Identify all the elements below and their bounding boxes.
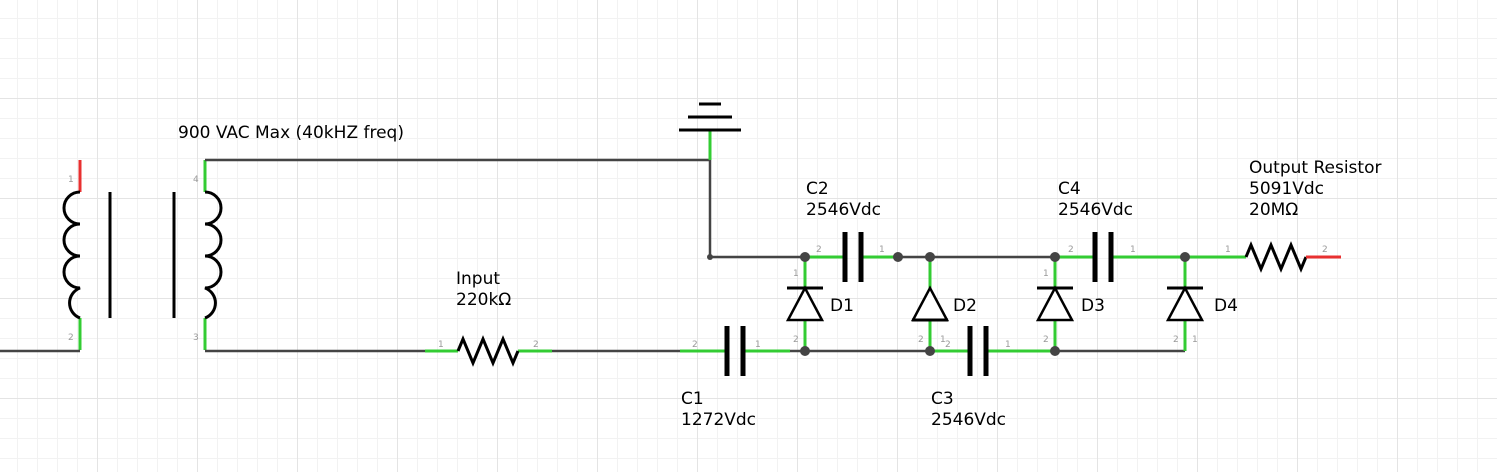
input-resistor-name: Input xyxy=(456,269,500,289)
output-resistor-name: Output Resistor xyxy=(1249,158,1381,178)
capacitor-c4[interactable]: 2 1 xyxy=(1055,232,1185,282)
c3-value: 2546Vdc xyxy=(931,410,1006,430)
diode-d3[interactable]: 1 2 xyxy=(1035,257,1075,351)
c1-value: 1272Vdc xyxy=(681,410,756,430)
wires xyxy=(0,158,1185,353)
ground-symbol[interactable] xyxy=(679,102,741,160)
junction-d3-bottom[interactable] xyxy=(1050,346,1060,356)
junction-d1-bottom[interactable] xyxy=(800,346,810,356)
c2-pin-2-number: 2 xyxy=(816,245,822,255)
c2-value: 2546Vdc xyxy=(806,200,881,220)
d2-triangle xyxy=(910,285,950,322)
output-resistor-zigzag xyxy=(1244,241,1308,273)
output-resistor-pin-1-number: 1 xyxy=(1225,245,1231,255)
d3-pin-2-number: 2 xyxy=(1043,335,1049,345)
d1-label: D1 xyxy=(830,296,854,316)
junction-d3-top[interactable] xyxy=(1050,252,1060,262)
c1-pin-1-number: 1 xyxy=(755,340,761,350)
primary-coil xyxy=(62,190,81,320)
d3-triangle xyxy=(1035,285,1075,322)
input-resistor-pin-1-number: 1 xyxy=(438,340,444,350)
c3-pin-1-number: 1 xyxy=(1005,340,1011,350)
c4-pin-1-number: 1 xyxy=(1130,245,1136,255)
junction-ground-rail[interactable] xyxy=(707,254,713,260)
d2-pin-1-number: 1 xyxy=(940,335,946,345)
input-resistor[interactable]: 1 2 xyxy=(425,335,552,367)
output-resistor-pin-2-number: 2 xyxy=(1322,245,1328,255)
c2-pin-1-number: 1 xyxy=(879,245,885,255)
secondary-coil xyxy=(204,190,223,320)
output-resistor-value: 20MΩ xyxy=(1249,200,1298,220)
capacitor-c2[interactable]: 2 1 xyxy=(805,232,898,282)
junction-d2-top[interactable] xyxy=(925,252,935,262)
d1-pin-1-number: 1 xyxy=(793,269,799,279)
transformer-pin-3-number: 3 xyxy=(193,333,199,343)
d4-pin-1-number: 1 xyxy=(1192,335,1198,345)
diode-d2[interactable]: 1 2 xyxy=(910,257,950,351)
junction-d4-top[interactable] xyxy=(1180,252,1190,262)
d4-triangle xyxy=(1165,285,1205,322)
c3-name: C3 xyxy=(931,389,954,409)
d4-label: D4 xyxy=(1214,296,1238,316)
output-resistor-voltage: 5091Vdc xyxy=(1249,179,1324,199)
diode-d1[interactable]: 1 2 xyxy=(785,257,825,351)
c1-pin-2-number: 2 xyxy=(692,340,698,350)
d1-pin-2-number: 2 xyxy=(793,335,799,345)
d3-label: D3 xyxy=(1081,296,1105,316)
d4-pin-2-number: 2 xyxy=(1173,335,1179,345)
transformer[interactable]: 1 2 4 3 xyxy=(62,160,223,350)
input-resistor-pin-2-number: 2 xyxy=(533,340,539,350)
transformer-pin-1-number: 1 xyxy=(68,175,74,185)
c4-name: C4 xyxy=(1058,179,1081,199)
d1-triangle xyxy=(785,285,825,322)
input-resistor-zigzag xyxy=(456,335,520,367)
c1-name: C1 xyxy=(681,389,704,409)
d2-pin-2-number: 2 xyxy=(918,335,924,345)
input-resistor-value: 220kΩ xyxy=(456,290,511,310)
junction-d1-top[interactable] xyxy=(800,252,810,262)
d2-label: D2 xyxy=(953,296,977,316)
capacitor-c3[interactable]: 2 1 xyxy=(930,326,1055,376)
diode-d4[interactable]: 2 1 xyxy=(1165,257,1205,351)
c2-name: C2 xyxy=(806,179,829,199)
transformer-label: 900 VAC Max (40kHZ freq) xyxy=(178,123,404,143)
c3-pin-2-number: 2 xyxy=(945,340,951,350)
junction-nodes xyxy=(707,252,1190,356)
junction-d2-bottom[interactable] xyxy=(925,346,935,356)
output-resistor[interactable]: 1 2 xyxy=(1185,241,1341,273)
transformer-pin-2-number: 2 xyxy=(68,333,74,343)
d3-pin-1-number: 1 xyxy=(1043,269,1049,279)
junction-c2-right[interactable] xyxy=(893,252,903,262)
c4-pin-2-number: 2 xyxy=(1068,245,1074,255)
transformer-pin-4-number: 4 xyxy=(193,175,199,185)
c4-value: 2546Vdc xyxy=(1058,200,1133,220)
capacitor-c1[interactable]: 2 1 xyxy=(680,326,790,376)
